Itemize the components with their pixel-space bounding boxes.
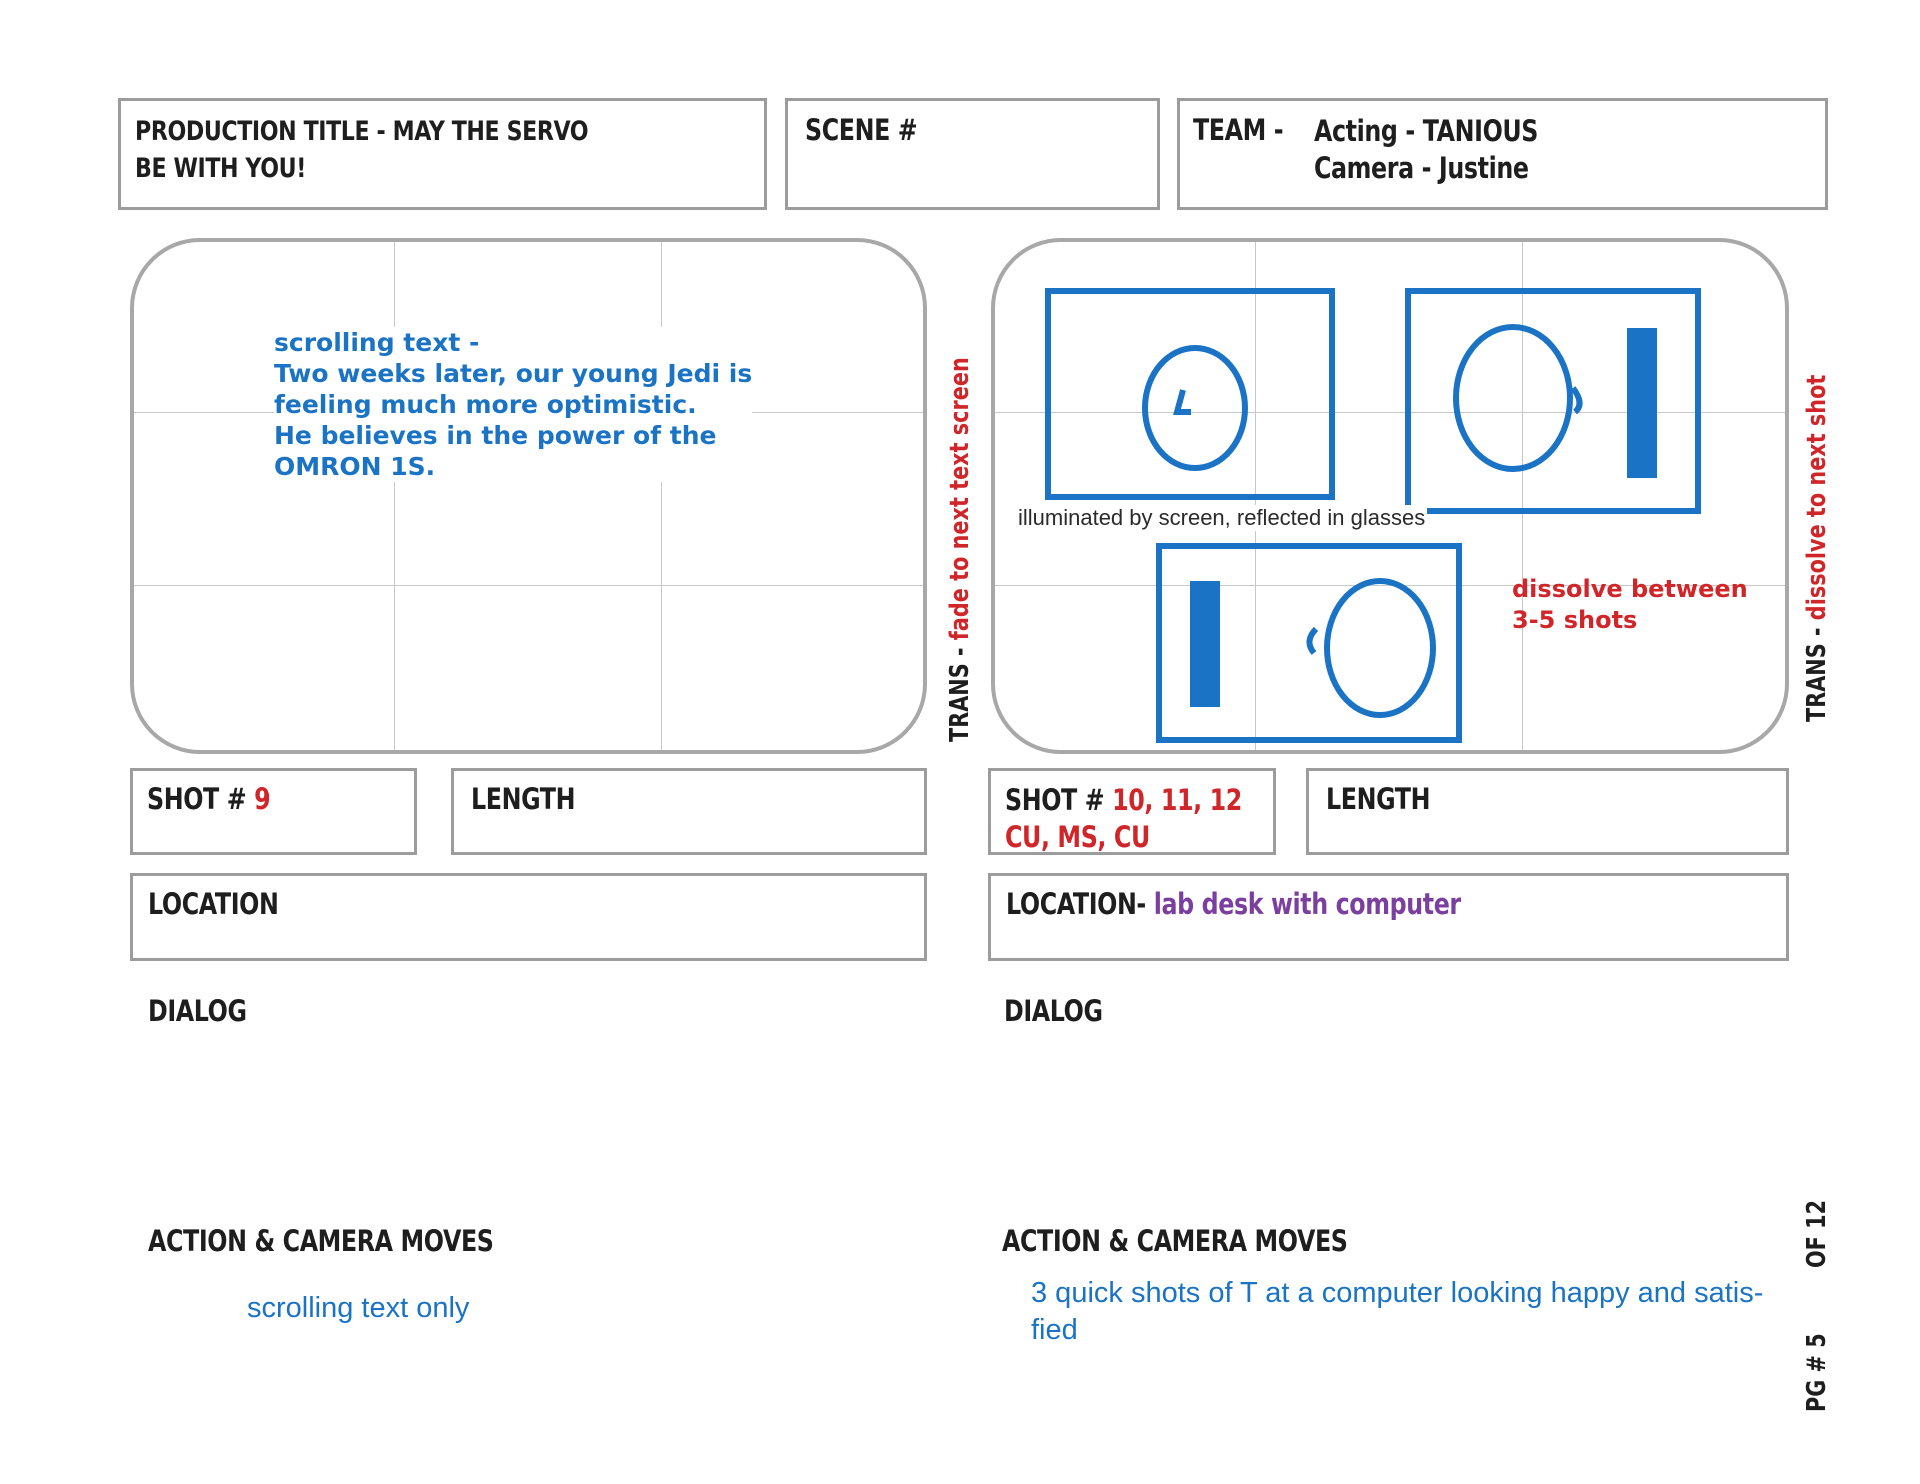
production-title-label: PRODUCTION TITLE -	[135, 116, 393, 147]
left-action-text: scrolling text only	[247, 1292, 469, 1325]
grid-line	[394, 242, 395, 750]
left-shot-box: SHOT # 9	[130, 768, 417, 855]
left-transition-note: TRANS - fade to next text screen	[945, 261, 975, 742]
sketch-caption: illuminated by screen, reflected in glas…	[1016, 505, 1427, 531]
right-location-value: lab desk with computer	[1154, 887, 1461, 921]
scene-label: SCENE #	[805, 113, 917, 147]
right-action-text: 3 quick shots of T at a computer looking…	[1031, 1275, 1763, 1349]
left-shot-label: SHOT #	[147, 782, 254, 816]
left-length-label: LENGTH	[471, 782, 575, 816]
right-shot-types: CU, MS, CU	[1005, 820, 1150, 854]
left-shot-number: 9	[254, 782, 270, 816]
left-length-box: LENGTH	[451, 768, 927, 855]
sketch-shot-closeup	[1045, 288, 1335, 500]
right-length-label: LENGTH	[1326, 782, 1430, 816]
right-shot-numbers: 10, 11, 12	[1112, 783, 1242, 817]
team-acting: Acting - TANIOUS	[1314, 114, 1538, 148]
left-dialog-label: DIALOG	[148, 994, 247, 1028]
left-storyboard-frame: scrolling text - Two weeks later, our yo…	[130, 238, 927, 754]
right-location-box: LOCATION- lab desk with computer	[988, 873, 1789, 961]
grid-line	[134, 585, 923, 586]
scene-box: SCENE #	[785, 98, 1160, 210]
right-length-box: LENGTH	[1306, 768, 1789, 855]
team-label: TEAM -	[1193, 113, 1283, 147]
production-title-box: PRODUCTION TITLE - MAY THE SERVO BE WITH…	[118, 98, 767, 210]
sketch-shot-closeup-reverse	[1156, 543, 1462, 743]
production-title-line2: BE WITH YOU!	[135, 153, 306, 184]
sketch-shot-medium	[1405, 288, 1701, 514]
right-shot-label: SHOT #	[1005, 783, 1112, 817]
dissolve-note: dissolve between 3-5 shots	[1512, 574, 1748, 636]
right-action-label: ACTION & CAMERA MOVES	[1002, 1224, 1348, 1258]
team-camera: Camera - Justine	[1314, 151, 1529, 185]
right-location-label: LOCATION-	[1006, 887, 1154, 921]
left-location-box: LOCATION	[130, 873, 927, 961]
right-shot-box: SHOT # 10, 11, 12 CU, MS, CU	[988, 768, 1276, 855]
scrolling-text-note: scrolling text - Two weeks later, our yo…	[274, 327, 752, 482]
right-transition-note: TRANS - dissolve to next shot	[1802, 288, 1832, 722]
left-location-label: LOCATION	[148, 887, 278, 921]
page-number-label: PG # 5	[1802, 1314, 1832, 1412]
production-title-line1: MAY THE SERVO	[393, 116, 589, 147]
team-box: TEAM - Acting - TANIOUS Camera - Justine	[1177, 98, 1828, 210]
page-total-label: OF 12	[1802, 1183, 1832, 1268]
left-action-label: ACTION & CAMERA MOVES	[148, 1224, 494, 1258]
right-dialog-label: DIALOG	[1004, 994, 1103, 1028]
grid-line	[661, 242, 662, 750]
